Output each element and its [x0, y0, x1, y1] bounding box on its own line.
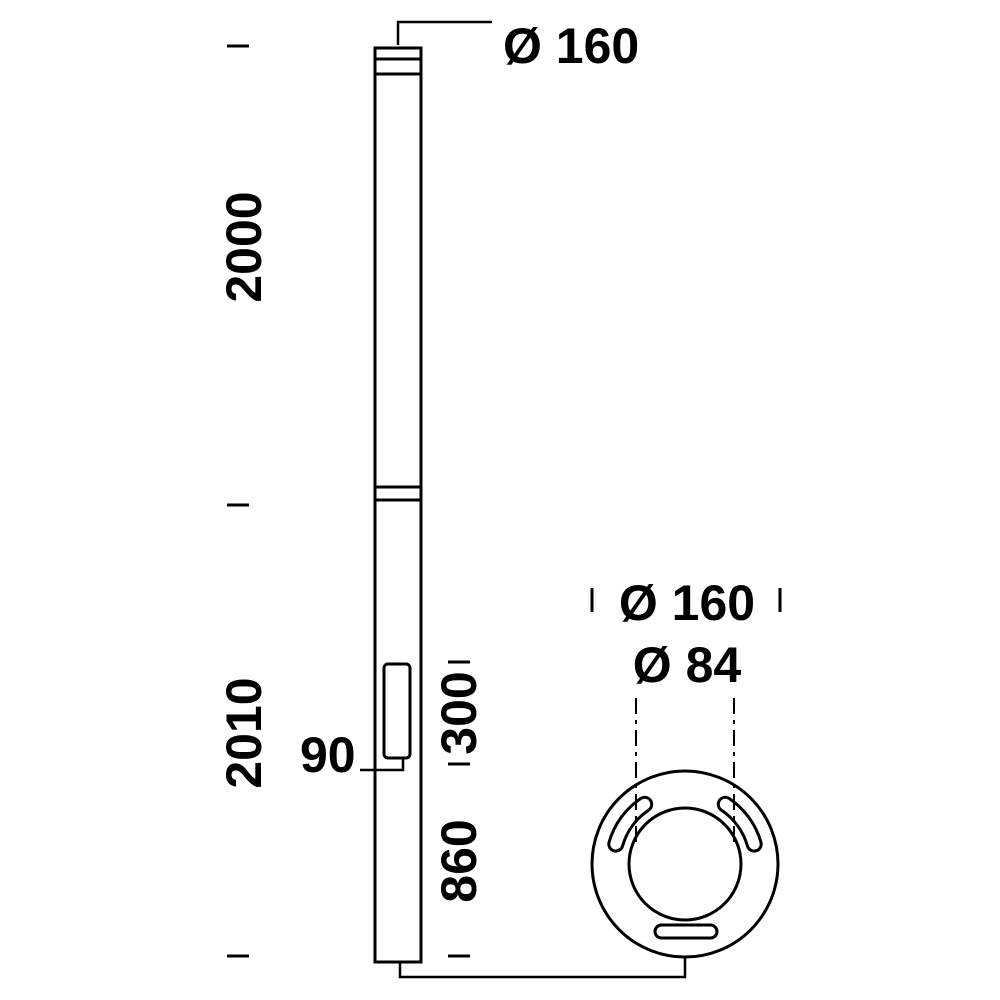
bolt-circle-diameter-label: Ø 84: [633, 637, 742, 693]
base-plate-plan-view: [590, 698, 780, 959]
pole-body-outline: [373, 46, 423, 964]
access-door: [382, 662, 412, 760]
base-outer-diameter-label: Ø 160: [619, 575, 755, 631]
base-plate-outer-circle: [590, 769, 780, 959]
top-diameter-leader-line: [396, 20, 492, 45]
pole-side-view: [373, 46, 423, 964]
bolt-slot-right-core: [719, 798, 760, 850]
top-diameter-label: Ø 160: [503, 18, 639, 74]
door-section-height-label: 300: [431, 671, 487, 754]
upper-height-label: 2000: [216, 191, 272, 302]
bolt-slot-left-core: [610, 798, 651, 850]
base-plate-inner-circle: [627, 806, 743, 922]
lower-height-label: 2010: [216, 677, 272, 788]
side-view-dimensions: Ø 160 2000 2010 90 300 860: [216, 18, 639, 958]
view-connector-line: [398, 957, 687, 979]
door-width-label: 90: [300, 727, 356, 783]
door-width-leader-line: [360, 759, 405, 772]
plan-view-dimensions: Ø 160 Ø 84: [590, 575, 782, 693]
bolt-slot-bottom: [653, 923, 719, 940]
base-section-height-label: 860: [431, 819, 487, 902]
